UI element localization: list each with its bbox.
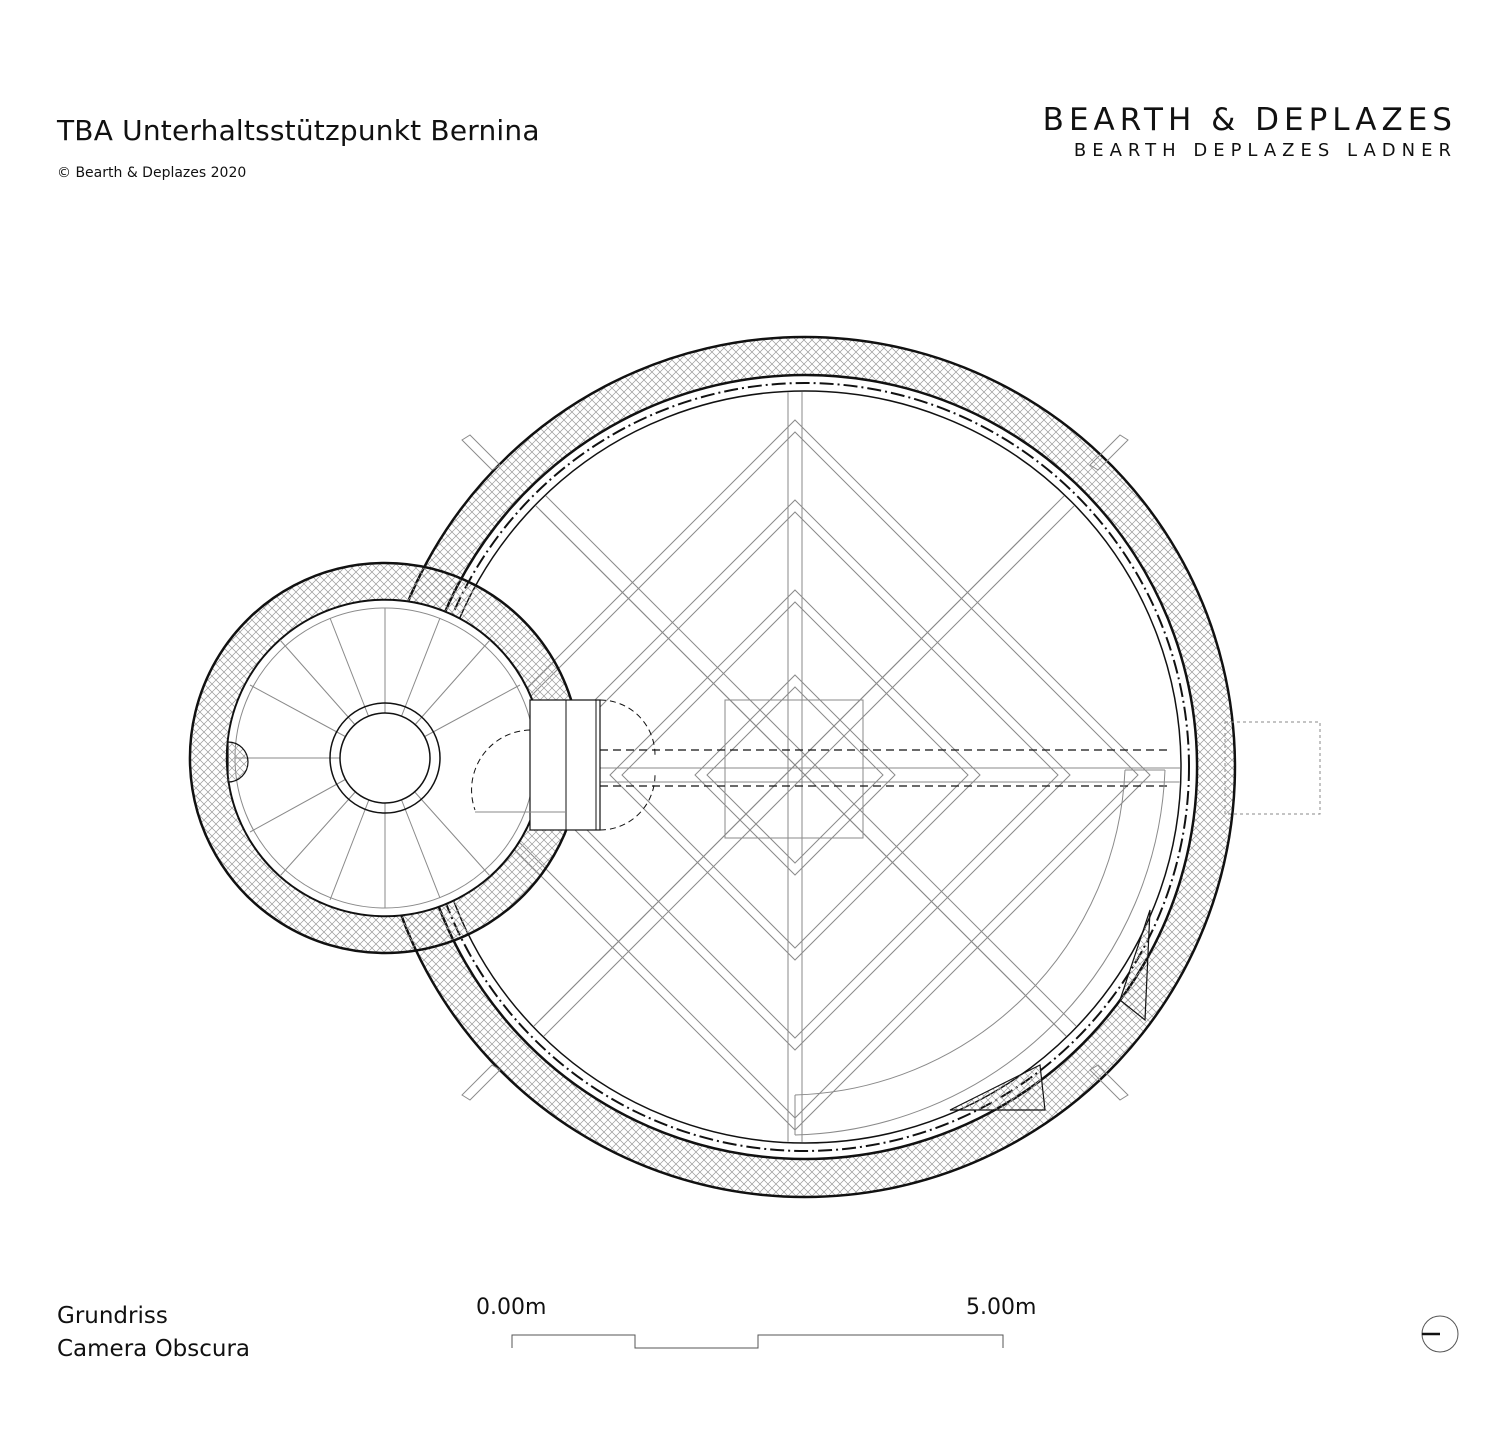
roof-framing-lines (430, 392, 1180, 1142)
door-connection (471, 699, 656, 831)
spiral-stair-icon (235, 608, 521, 908)
brand-logo: BEARTH & DEPLAZES BEARTH DEPLAZES LADNER (1043, 100, 1457, 162)
stair-tower (188, 561, 582, 955)
protruding-beams (461, 434, 1321, 1101)
drawing-caption: Grundriss Camera Obscura (57, 1300, 250, 1366)
entrance-wedges (949, 909, 1151, 1111)
light-beam-dashed (600, 749, 1170, 787)
projection-screen (794, 769, 1166, 1136)
scale-start-label: 0.00m (476, 1295, 547, 1320)
scale-end-label: 5.00m (966, 1295, 1037, 1320)
copyright-text: © Bearth & Deplazes 2020 (57, 165, 247, 181)
brand-name: BEARTH & DEPLAZES (1042, 102, 1457, 138)
main-cylinder-wall (373, 335, 1237, 1199)
brand-subtitle: BEARTH DEPLAZES LADNER (1073, 140, 1457, 161)
caption-line-name: Camera Obscura (57, 1336, 251, 1362)
scale-bar (511, 1334, 1004, 1349)
page-title: TBA Unterhaltsstützpunkt Bernina (57, 114, 540, 147)
caption-line-plan: Grundriss (57, 1303, 168, 1329)
north-arrow-icon (1421, 1315, 1459, 1353)
